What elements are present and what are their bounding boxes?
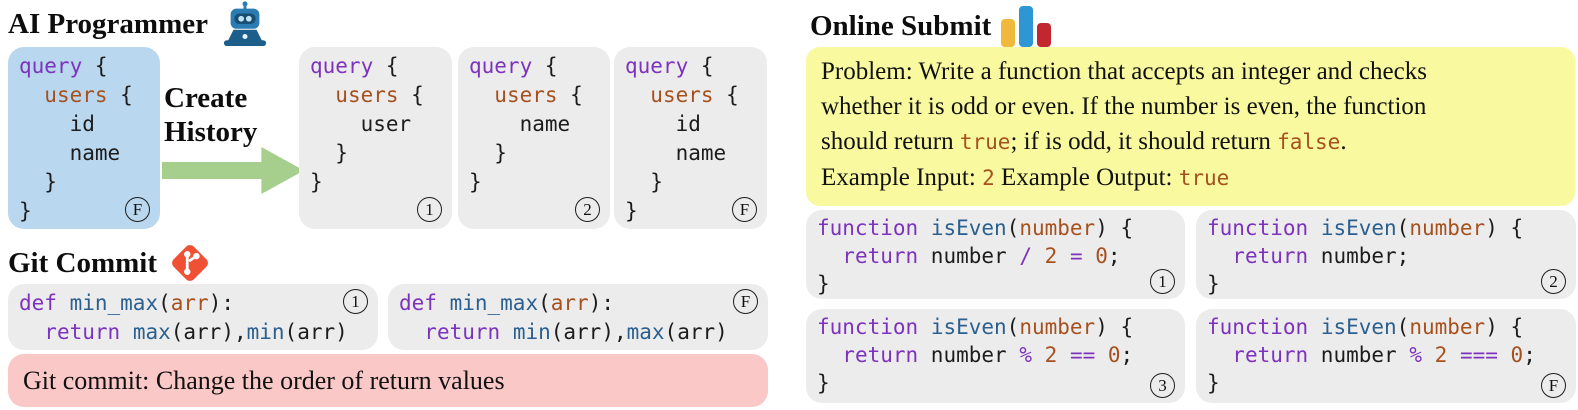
bar-blue — [1019, 6, 1034, 47]
submission-box-1: function isEven(number) { return number … — [806, 210, 1185, 299]
code-snippet: function isEven(number) { return number;… — [1207, 216, 1524, 296]
submission-badge-final: F — [1541, 373, 1566, 398]
problem-statement-box: Problem: Write a function that accepts a… — [806, 47, 1575, 206]
history-box-1: query { users { user }} 1 — [299, 47, 452, 229]
submission-box-2: function isEven(number) { return number;… — [1196, 210, 1576, 299]
code-snippet: def min_max(arr): return min(arr),max(ar… — [399, 291, 728, 344]
submission-badge-1: 1 — [1150, 269, 1175, 294]
history-box-2: query { users { name }} 2 — [458, 47, 610, 229]
git-logo-icon — [167, 240, 213, 286]
create-history-line1: Create — [164, 82, 248, 114]
final-query-box: query { users { id name }} F — [8, 47, 160, 229]
create-history-arrow-icon — [162, 147, 304, 194]
bar-yellow — [1001, 19, 1016, 47]
git-version-badge-1: 1 — [343, 289, 368, 314]
submission-badge-2: 2 — [1541, 269, 1566, 294]
code-snippet: query { users { user }} — [310, 54, 424, 194]
version-badge-final: F — [125, 197, 150, 222]
robot-icon — [218, 1, 272, 47]
submission-box-final: function isEven(number) { return number … — [1196, 309, 1576, 403]
code-snippet: function isEven(number) { return number … — [1207, 315, 1536, 395]
history-box-final: query { users { id name }} F — [614, 47, 767, 229]
code-snippet: function isEven(number) { return number … — [817, 315, 1134, 395]
bar-chart-icon — [997, 1, 1058, 51]
version-badge-final-2: F — [732, 197, 757, 222]
git-commit-title: Git Commit — [8, 246, 157, 279]
code-snippet: function isEven(number) { return number … — [817, 216, 1134, 296]
git-commit-heading: Git Commit — [8, 240, 213, 286]
submission-box-3: function isEven(number) { return number … — [806, 309, 1185, 403]
online-submit-heading: Online Submit — [810, 1, 1058, 51]
create-history-label: Create History — [164, 81, 257, 149]
online-submit-title: Online Submit — [810, 9, 992, 42]
version-badge-2: 2 — [575, 197, 600, 222]
ai-programmer-heading: AI Programmer — [8, 1, 272, 47]
git-version-badge-final: F — [733, 289, 758, 314]
git-version-box-1: def min_max(arr): return max(arr),min(ar… — [8, 284, 378, 350]
submission-badge-3: 3 — [1150, 373, 1175, 398]
version-badge-1: 1 — [417, 197, 442, 222]
git-commit-message: Git commit: Change the order of return v… — [23, 366, 505, 395]
bar-red — [1037, 23, 1052, 47]
create-history-line2: History — [164, 116, 258, 148]
git-commit-message-box: Git commit: Change the order of return v… — [8, 354, 768, 407]
code-snippet: query { users { id name }} — [625, 54, 739, 223]
code-snippet: query { users { name }} — [469, 54, 583, 194]
code-snippet: def min_max(arr): return max(arr),min(ar… — [19, 291, 348, 344]
code-snippet: query { users { id name }} — [19, 54, 133, 223]
git-version-box-final: def min_max(arr): return min(arr),max(ar… — [388, 284, 768, 350]
ai-programmer-title: AI Programmer — [8, 7, 208, 40]
problem-statement-text: Problem: Write a function that accepts a… — [821, 58, 1427, 191]
